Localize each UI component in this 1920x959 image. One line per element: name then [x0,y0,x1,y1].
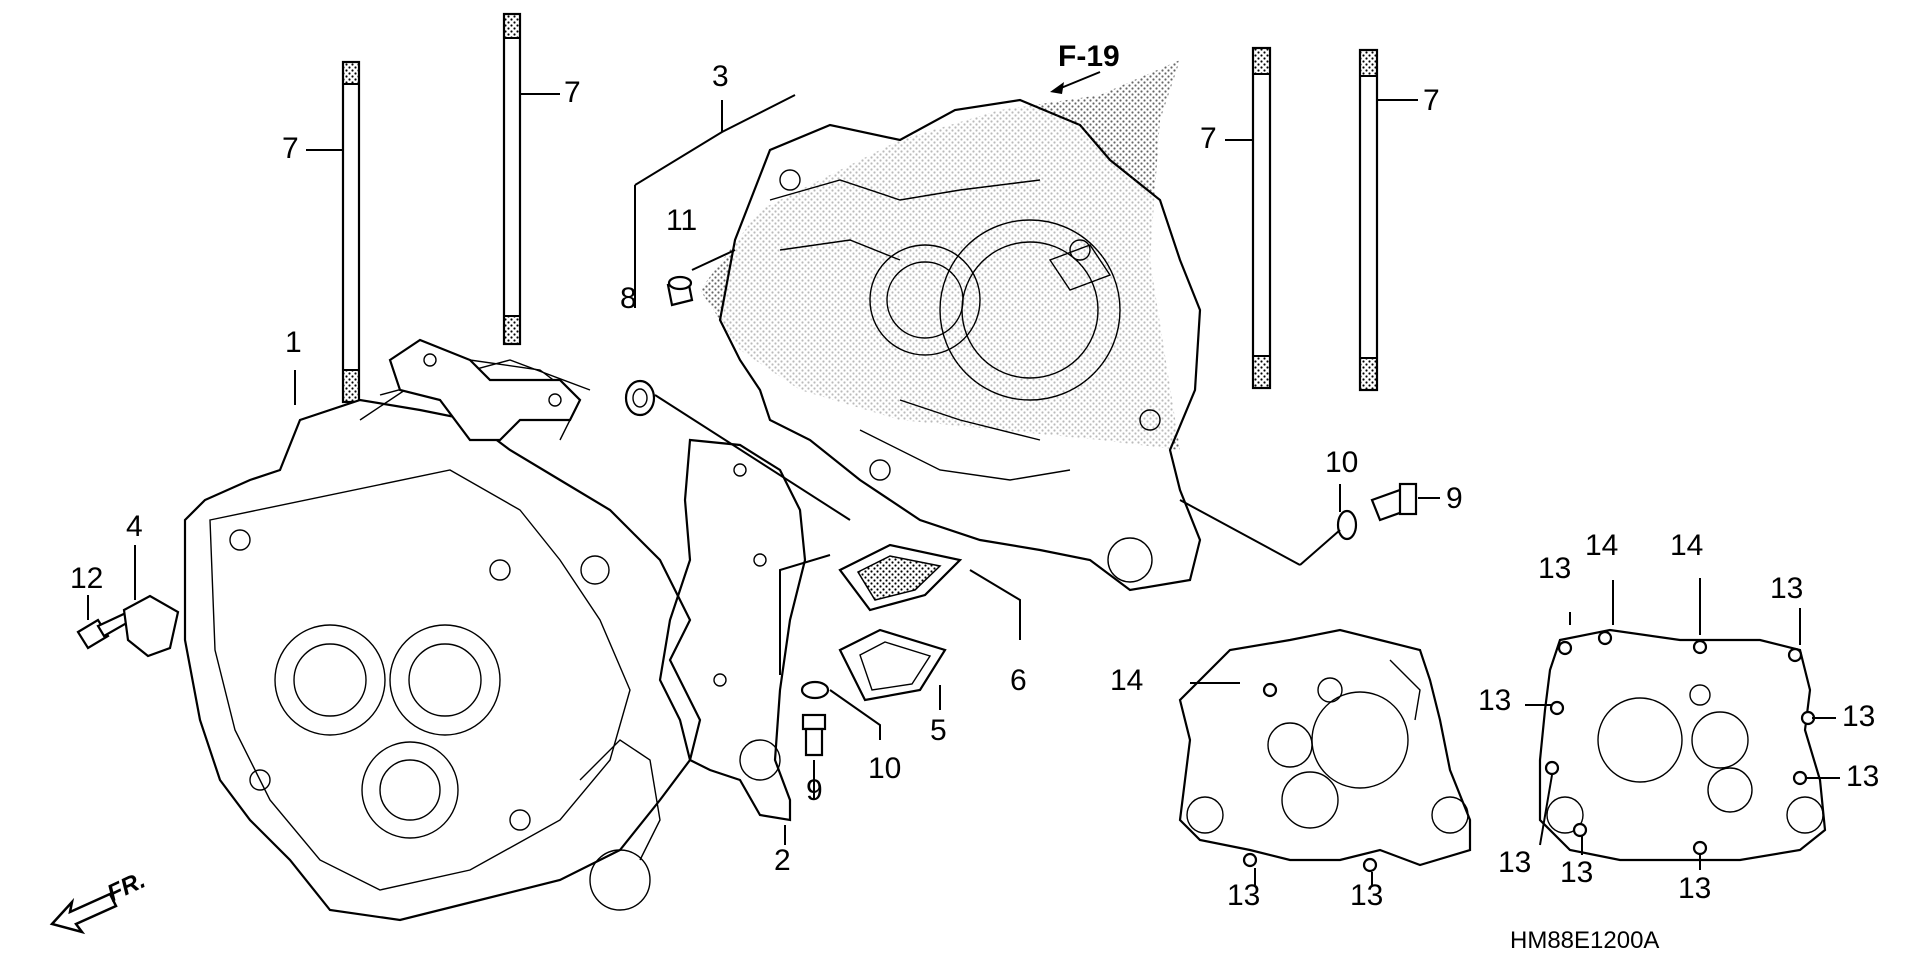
cross-reference-arrowhead [1050,82,1064,94]
crankcase-face-view-left [1178,628,1472,873]
callout-13-mid-right: 13 [1842,700,1875,733]
crankcase-face-view-right [1538,628,1827,862]
crankcase-gasket-2 [658,438,807,822]
callout-13-lower-right: 13 [1846,760,1879,793]
callout-14-right-b: 14 [1670,529,1703,562]
callout-14-right-a: 14 [1585,529,1618,562]
diagram-reference-code: HM88E1200A [1510,927,1659,954]
callout-8: 8 [620,282,637,315]
stud-bolt-7-b [502,12,522,346]
callout-12: 12 [70,562,103,595]
front-arrow-icon [49,892,118,935]
oil-strainer-screen-5 [838,628,947,702]
cross-reference-arrow [1055,71,1101,91]
cross-reference-f19[interactable]: F-19 [1050,40,1120,94]
callout-14-left: 14 [1110,664,1143,697]
callout-10-right: 10 [1325,446,1358,479]
stud-bolt-7-a [341,60,361,404]
drain-bolt-9-right [1370,482,1418,522]
drain-bolt-9-center [801,713,827,757]
cover-plate-4 [122,594,180,658]
callout-7-d: 7 [1423,84,1440,117]
leader-lines [87,93,1840,885]
callout-13-mid-left: 13 [1478,684,1511,717]
dowel-pin-11 [666,275,694,307]
callout-6: 6 [1010,664,1027,697]
cross-reference-label[interactable]: F-19 [1058,40,1120,73]
oil-seal-8 [624,379,656,417]
callout-7-b: 7 [564,76,581,109]
callout-4: 4 [126,510,143,543]
callout-13-top-left: 13 [1538,552,1571,585]
stud-bolt-7-d [1358,48,1379,392]
callout-7-a: 7 [282,132,299,165]
callout-5: 5 [930,714,947,747]
callouts: 7 7 7 7 3 11 8 1 10 9 12 4 6 5 10 9 2 14… [70,60,1879,912]
right-crankcase-3 [700,60,1202,592]
front-direction-indicator: FR. [49,867,150,935]
sealing-washer-10-right [1336,509,1358,541]
callout-13-bottom-c: 13 [1560,856,1593,889]
left-crankcase-1 [183,359,702,922]
callout-7-c: 7 [1200,122,1217,155]
callout-3: 3 [712,60,729,93]
oil-strainer-screen-6 [838,543,963,612]
callout-10-center: 10 [868,752,901,785]
sealing-washer-10-center [800,680,830,700]
callout-11: 11 [666,204,697,237]
stud-bolt-7-c [1251,46,1272,390]
callout-13-top-right: 13 [1770,572,1803,605]
callout-13-bottom-a: 13 [1227,879,1260,912]
callout-2: 2 [774,844,791,877]
callout-9-center: 9 [806,774,823,807]
callout-13-lower-left: 13 [1498,846,1531,879]
callout-1: 1 [285,326,302,359]
callout-13-bottom-b: 13 [1350,879,1383,912]
mounting-plate [388,338,582,442]
callout-9-right: 9 [1446,482,1463,515]
callout-13-bottom-d: 13 [1678,872,1711,905]
